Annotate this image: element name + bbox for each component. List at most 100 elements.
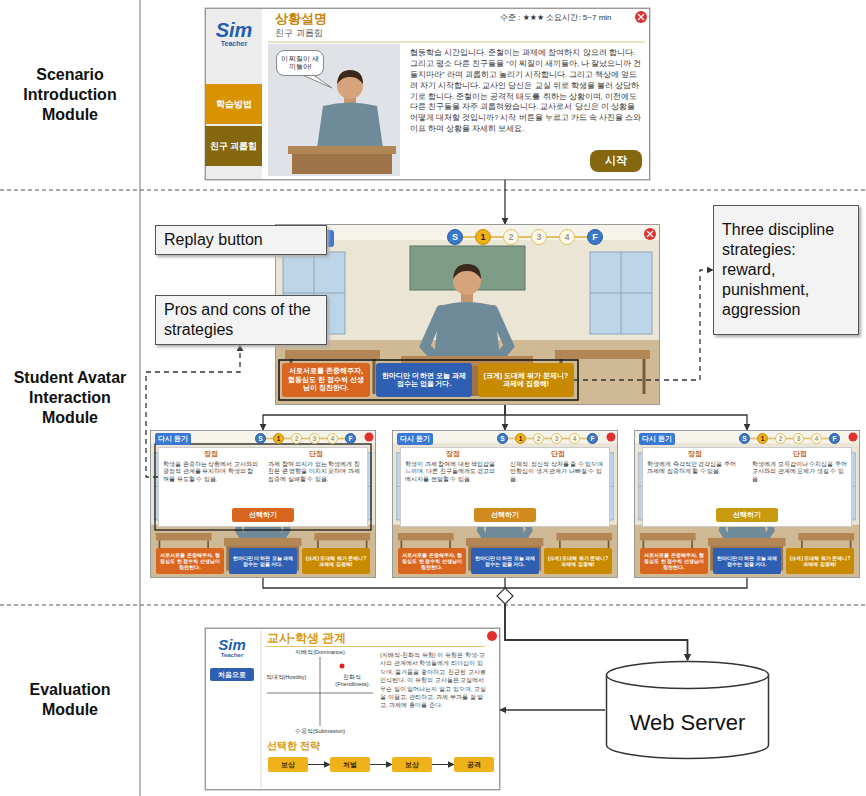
axis-label: 지배적(Dominance) [290,649,350,656]
pros-cons-popup: 선택하기장점단점학생이 과제 참여에 대한 책임감을 느끼며, 다른 친구들에게… [400,447,610,527]
screen-title: 상황설명 [275,10,405,28]
box-text: 한마디만 더 하면 오늘 과제 점수는 없을 거다. [379,372,469,389]
progress-step: 3 [309,433,320,444]
strategy-screen: 다시 듣기선택하기장점단점학생을 존중하는 상황에서 교사와의 긍정적 관계를 … [150,430,376,578]
box-text: 친구 괴롭힘 [210,141,258,152]
cons-text: 과제 참여 의지가 없는 학생에게 칭찬은 큰 영향을 미치지 못하며 과제 집… [268,461,363,483]
level-time: 수준 : ★★★ 소요시간: 5~7 min [500,12,640,23]
progress-step: F [345,433,356,444]
progress-step: 2 [533,433,544,444]
flow-arrow [500,709,605,710]
box-text: 보상 [281,761,295,769]
pros-header: 장점 [400,449,505,459]
text-slot: 단점 [747,449,852,459]
box-text: 선택하기 [491,511,519,519]
progress-step: S [255,433,266,444]
box-text: (크게) 도대체 뭐가 문제니? 과제에 집중해! [547,555,609,567]
progress-step: 2 [503,229,519,245]
text-slot: 3 [531,229,547,245]
logo-text: Sim [218,637,246,652]
text-slot: 1 [475,229,491,245]
box-text: 다시 듣기 [642,435,672,443]
progress-step: S [447,229,463,245]
text-slot: 1 [515,433,526,444]
text-slot: 수준 : ★★★ 소요시간: 5~7 min [500,12,640,23]
flow-arrow [370,764,392,765]
progress-step: 2 [291,433,302,444]
progress-step: 3 [531,229,547,245]
text-slot: F [587,229,603,245]
text-slot: 3 [793,433,804,444]
pros-cons-popup: 선택하기장점단점학생을 존중하는 상황에서 교사와의 긍정적 관계를 유지하며 … [158,447,368,527]
strategy-button: 서로서로를 존중해주자, 협동심도 한 점수씩 선생님이 칭찬한다. [156,548,224,574]
callout-box: Pros and cons of the strategies [155,295,327,345]
axis-label: 수용적(Submission) [290,728,350,735]
text-slot: Evaluation Module [5,680,135,720]
text-slot: F [587,433,598,444]
strategy-screen: 다시 듣기선택하기장점단점학생이 과제 참여에 대한 책임감을 느끼며, 다른 … [392,430,618,578]
pros-cons-popup: 선택하기장점단점학생에게 즉각적인 경각심을 주어 과제에 집중하게 할 수 있… [642,447,852,527]
text-slot: F [345,433,356,444]
progress-step: 3 [551,433,562,444]
strategy-step: 보상 [268,757,308,772]
text-slot: 3 [309,433,320,444]
text-slot: 2 [291,433,302,444]
flow-arrow [505,578,747,660]
box-text: 한마디만 더 하면 오늘 과제 점수는 없을 거다. [474,555,536,567]
box-text: 시작 [605,154,627,167]
text-slot: S [739,433,750,444]
text-slot: 3 [551,433,562,444]
flow-arrow [504,180,505,224]
progress-step: 4 [569,433,580,444]
cons-header: 단점 [747,449,852,459]
strategy-step: 공격 [454,757,494,772]
flow-arrow [432,764,454,765]
text-slot: F [829,433,840,444]
tab-button: 학습방법 [205,84,262,124]
strategy-step: 보상 [392,757,432,772]
select-button: 선택하기 [716,508,778,522]
box-text: 처음으로 [218,671,246,679]
strategy-button: (크게) 도대체 뭐가 문제니? 과제에 집중해! [786,548,854,574]
flow-arrow [263,578,688,660]
start-button: 시작 [590,150,642,172]
module-label: Scenario Introduction Module [5,65,135,125]
text-slot: 학생에게 모욕감이나 수치심을 주어 교사와의 관계에 문제가 생길 수 있음. [752,461,847,483]
callout-box: Three discipline strategies: reward, pun… [713,205,859,335]
text-slot: 2 [775,433,786,444]
strategy-button: 한마디만 더 하면 오늘 과제 점수는 없을 거다. [376,363,472,397]
text-slot: 과제 참여 의지가 없는 학생에게 칭찬은 큰 영향을 미치지 못하며 과제 집… [268,461,363,483]
strategy-step: 처벌 [330,757,370,772]
strategy-button: (크게) 도대체 뭐가 문제니? 과제에 집중해! [302,548,370,574]
progress-step: 3 [793,433,804,444]
text-slot: 1 [757,433,768,444]
box-text: 서로서로를 존중해주자, 협동심도 한 점수씩 선생님이 칭찬한다. [401,552,463,570]
intro-screen: SimTeacher학습방법친구 괴롭힘이 찌질이 새끼들아!시작상황설명친구 … [205,8,650,180]
text-slot: 4 [811,433,822,444]
text-slot: 단점 [263,449,368,459]
box-text: (크게) 도대체 뭐가 문제니? 과제에 집중해! [789,555,851,567]
flow-arrow [505,405,747,430]
text-slot: 적대적(Hostility) [265,674,307,681]
text-slot: 단점 [505,449,610,459]
strategy-button: 서로서로를 존중해주자, 협동심도 한 점수씩 선생님이 칭찬한다. [398,548,466,574]
box-text: 처벌 [343,761,357,769]
box-text: 서로서로를 존중해주자, 협동심도 한 점수씩 선생님이 칭찬한다. [159,552,221,570]
axis-label: 친화적(Friendliness) [330,674,374,687]
cons-text: 신체적, 정신적 상처를 줄 수 있으며 반항심이 생겨 관계가 나빠질 수 있… [510,461,605,483]
progress-step: 1 [515,433,526,444]
text-slot: 친구 괴롭힘 [275,27,405,40]
box-text: 보상 [405,761,419,769]
text-slot: 4 [327,433,338,444]
text-slot: S [255,433,266,444]
chart-title: 교사-학생 관계 [267,630,417,647]
text-slot: 상황설명 [275,10,405,28]
box-text: 한마디만 더 하면 오늘 과제 점수는 없을 거다. [716,555,778,567]
web-server: Web Server [605,660,770,760]
box-text: Replay button [164,230,318,250]
text-slot: 신체적, 정신적 상처를 줄 수 있으며 반항심이 생겨 관계가 나빠질 수 있… [510,461,605,483]
progress-step: 1 [757,433,768,444]
strategy-button: 서로서로를 존중해주자, 협동심도 한 점수씩 선생님이 칭찬한다. [640,548,708,574]
box-text: Web Server [630,710,746,736]
text-slot: Student Avatar Interaction Module [5,368,135,428]
